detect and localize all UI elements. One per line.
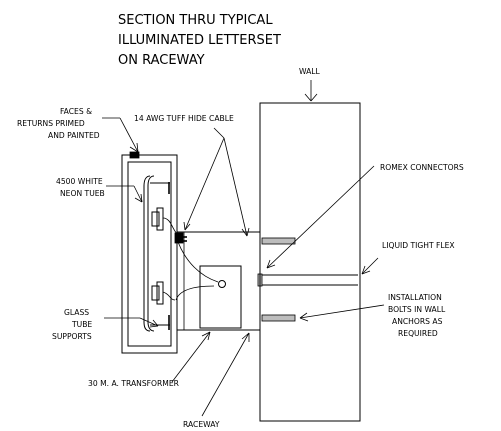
transformer-leader: [171, 331, 211, 383]
bolts-label-1: INSTALLATION: [388, 293, 442, 302]
cable-label: 14 AWG TUFF HIDE CABLE: [134, 114, 234, 123]
glass-label-2: TUBE: [71, 320, 92, 329]
title-line-2: ILLUMINATED LETTERSET: [118, 33, 281, 48]
neon-tube: [143, 175, 170, 332]
glass-leader: [104, 317, 159, 328]
cable-leader: [183, 127, 250, 237]
bolts-label-3: ANCHORS AS: [392, 317, 443, 326]
installation-bolts: [261, 237, 296, 322]
faces-label-3: AND PAINTED: [48, 131, 100, 140]
neon-label-2: NEON TUEB: [60, 189, 105, 198]
bolts-leader: [299, 304, 385, 322]
title-line-1: SECTION THRU TYPICAL: [118, 13, 273, 28]
glass-tube-supports: [160, 182, 170, 330]
transformer: [199, 265, 242, 329]
neon-leader: [106, 185, 143, 203]
liquid-tight-flex: [257, 273, 358, 287]
glass-label-3: SUPPORTS: [52, 332, 92, 341]
raceway: [176, 231, 261, 331]
bolts-label-2: BOLTS IN WALL: [388, 305, 446, 314]
romex-connector: [174, 232, 184, 244]
bolts-label-4: REQUIRED: [398, 329, 438, 338]
electrode-upper: [151, 207, 164, 231]
flex-leader: [361, 257, 379, 275]
electrode-lower: [151, 281, 164, 305]
title-line-3: ON RACEWAY: [118, 53, 205, 68]
faces-label-2: RETURNS PRIMED: [17, 119, 85, 128]
romex-leader: [266, 165, 375, 269]
faces-leader: [102, 117, 139, 153]
faces-label-1: FACES &: [60, 107, 92, 116]
glass-label-1: GLASS: [64, 308, 89, 317]
wall: [259, 102, 361, 422]
neon-label-1: 4500 WHITE: [56, 177, 103, 186]
flex-label: LIQUID TIGHT FLEX: [382, 241, 455, 250]
transformer-label: 30 M. A. TRANSFORMER: [88, 379, 180, 388]
wall-leader: [304, 80, 318, 102]
raceway-leader: [201, 332, 250, 417]
romex-label: ROMEX CONNECTORS: [380, 163, 464, 172]
raceway-label: RACEWAY: [183, 420, 220, 429]
wall-label: WALL: [299, 67, 321, 76]
